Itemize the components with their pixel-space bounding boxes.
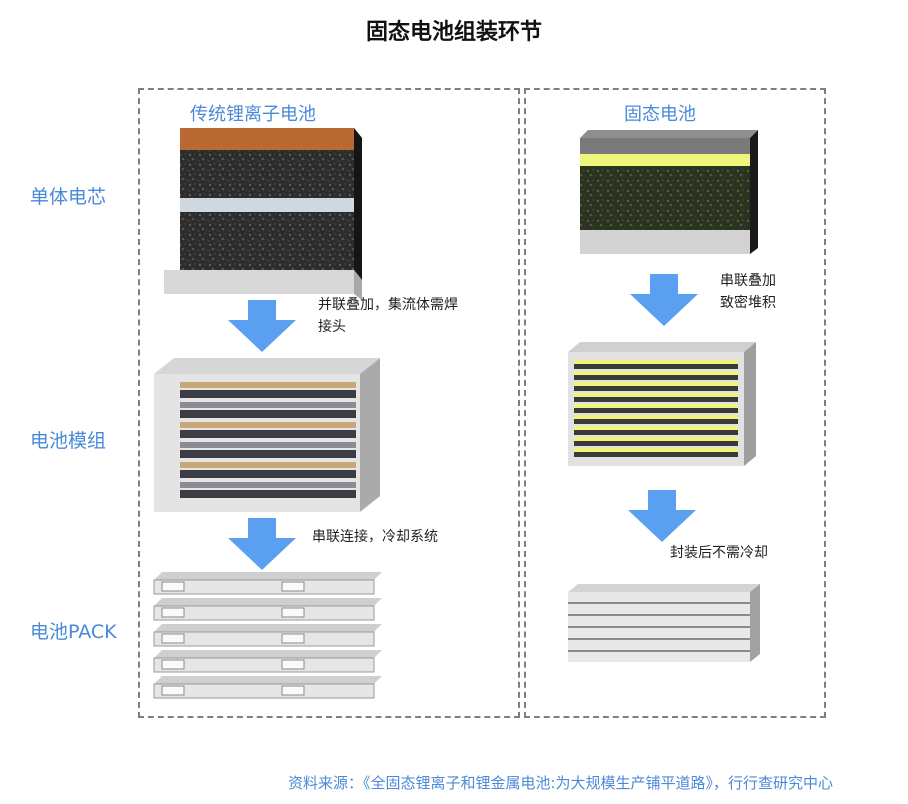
traditional-panel [138,88,520,718]
solid-arrow-1 [630,274,698,326]
traditional-arrow-2 [228,518,296,570]
note-line: 并联叠加，集流体需焊 [318,297,458,313]
note-line: 串联叠加 [720,273,776,289]
module-layers [180,382,356,498]
solid-pack-lines [568,602,750,652]
row-label-cell: 单体电芯 [30,186,107,208]
traditional-step-note-2: 串联连接，冷却系统 [312,529,438,545]
pack-plate [153,650,382,673]
pack-plate [153,624,382,647]
traditional-module-illustration [154,358,380,512]
solid-pack-illustration [568,584,760,662]
pack-plate [153,572,382,595]
row-label-module: 电池模组 [30,430,107,452]
solid-step-note-1: 串联叠加 致密堆积 [720,270,776,314]
row-label-pack: 电池PACK [30,621,117,643]
solid-module-illustration [568,342,756,466]
traditional-arrow-1 [228,300,296,352]
traditional-column-heading: 传统锂离子电池 [190,104,316,125]
traditional-cell-illustration [164,128,362,300]
solid-arrow-2 [628,490,696,542]
solid-panel [524,88,826,718]
solid-cell-illustration [580,130,758,254]
page-title: 固态电池组装环节 [365,20,542,45]
source-note: 资料来源：《全固态锂离子和锂金属电池:为大规模生产铺平道路》，行行查研究中心 [287,774,833,792]
solid-step-note-2: 封装后不需冷却 [670,545,768,561]
note-line: 致密堆积 [720,295,776,311]
solid-module-layers [574,360,738,457]
note-line: 接头 [318,319,346,335]
pack-plate [153,598,382,621]
traditional-step-note-1: 并联叠加，集流体需焊 接头 [318,294,458,338]
traditional-pack-illustration [153,572,382,699]
solid-column-heading: 固态电池 [624,104,696,125]
pack-plate [153,676,382,699]
